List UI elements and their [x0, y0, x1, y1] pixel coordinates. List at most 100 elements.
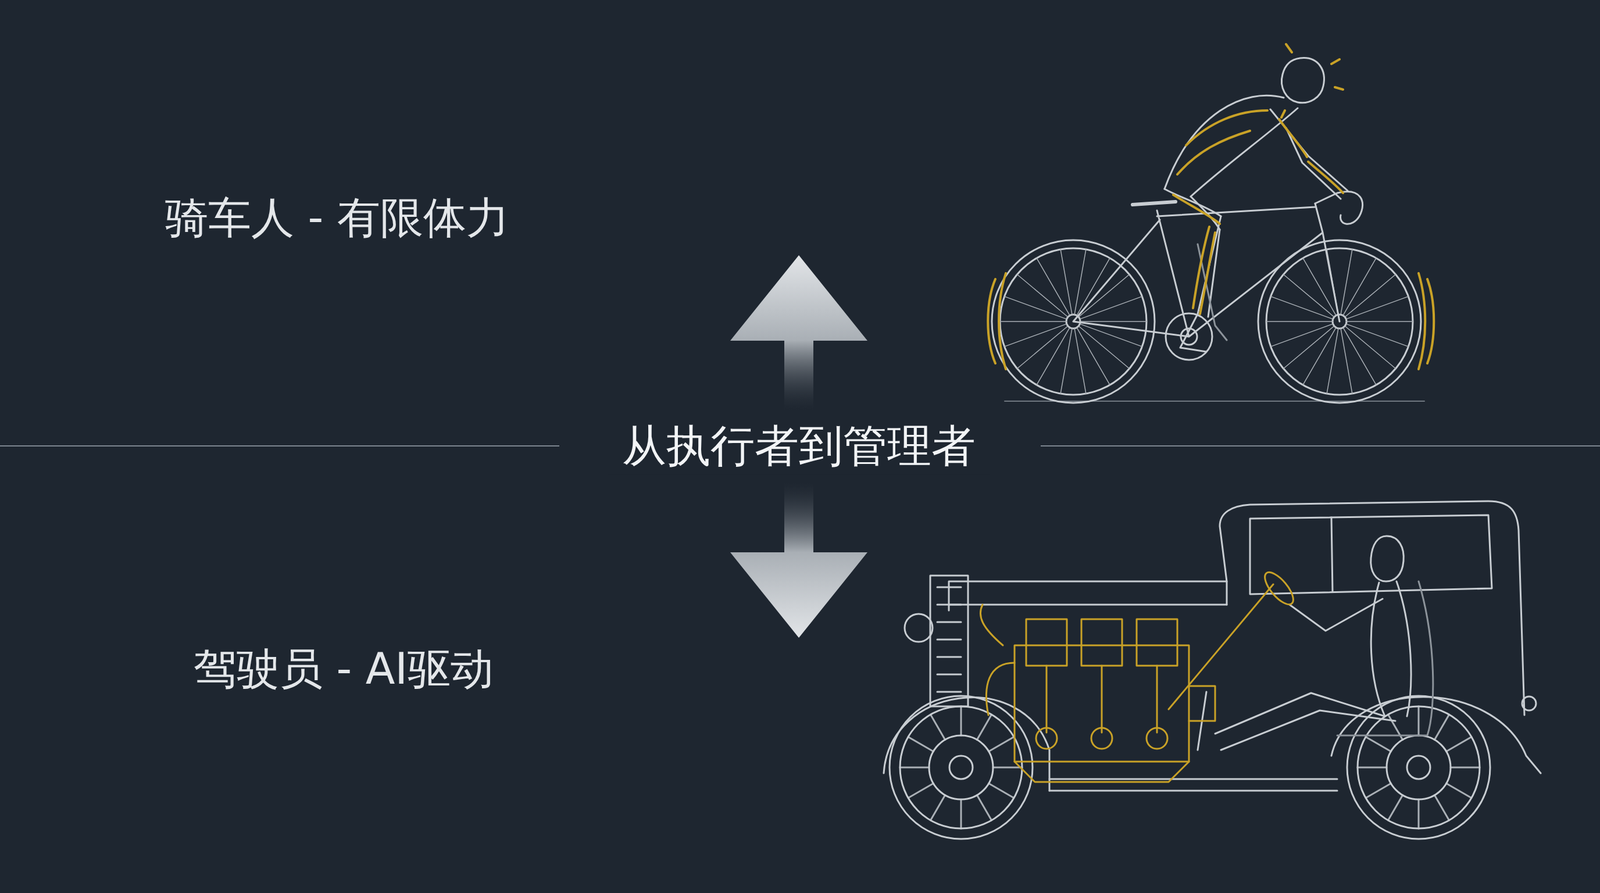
car-drawing [883, 501, 1541, 839]
cyclist-drawing [1270, 109, 1348, 191]
wheel-spoke [988, 783, 1014, 799]
wheel-spoke [1340, 328, 1353, 394]
wheel-spoke [1079, 296, 1142, 320]
engine-highlight [1168, 584, 1274, 710]
car-drawing [883, 697, 1050, 791]
wheel-spoke [1078, 326, 1130, 369]
wheel-spoke [1388, 795, 1403, 821]
engine-highlight [980, 568, 1298, 782]
car-drawing [1250, 515, 1492, 595]
car-drawing [1220, 710, 1396, 750]
wheel-spoke [1283, 274, 1334, 317]
wheel-spoke [1346, 320, 1413, 323]
wheel-spoke [1302, 327, 1337, 385]
wheel-spoke [1076, 258, 1110, 316]
wheel-spoke [1016, 274, 1068, 317]
wheel-spoke [1365, 737, 1391, 752]
wheel-spoke [960, 706, 963, 736]
car-drawing [1337, 581, 1434, 736]
muscle-highlight [1281, 44, 1344, 118]
wheel-spoke [1270, 323, 1334, 347]
wheel-spoke [1345, 296, 1409, 320]
wheel-spoke [1357, 766, 1387, 769]
wheel-spoke [1036, 258, 1070, 316]
engine-highlight [1081, 619, 1123, 666]
wheel-spoke [977, 795, 992, 821]
muscle-highlight [1177, 130, 1250, 175]
engine-highlight [1046, 665, 1157, 733]
wheel-spoke [1418, 799, 1420, 829]
muscle-highlight [1418, 273, 1434, 370]
engine-highlight [1014, 761, 1189, 782]
double-arrow [730, 482, 868, 638]
wheel-spoke [1450, 766, 1480, 769]
wheel-spoke [1060, 328, 1073, 394]
engine-highlight [1026, 619, 1067, 666]
wheel-spoke [1302, 258, 1337, 316]
cyclist-drawing [1165, 313, 1213, 360]
car-drawing [1215, 693, 1385, 734]
wheel-spoke [1004, 323, 1067, 347]
row-label: 骑车人 - 有限体力 [165, 191, 510, 244]
wheel-spoke [1076, 327, 1110, 385]
wheel-spoke [1340, 249, 1353, 315]
wheel-spoke [988, 737, 1014, 752]
wheel-spoke [1266, 320, 1333, 323]
cyclist-drawing [1164, 188, 1221, 217]
wheel-spoke [1343, 258, 1377, 316]
wheel-spoke [993, 766, 1023, 769]
muscle-highlight [987, 273, 1006, 370]
wheel-spoke [1000, 320, 1067, 323]
engine-highlight [1259, 568, 1298, 609]
muscle-highlight [1173, 194, 1220, 224]
cyclist-drawing [1164, 95, 1284, 189]
muscle-highlight [1200, 232, 1216, 314]
wheel-spoke [1446, 783, 1472, 799]
wheel-spoke [930, 795, 946, 821]
cyclist-drawing [1281, 58, 1324, 103]
muscle-highlight [1308, 161, 1344, 194]
car-drawing [929, 735, 994, 800]
wheel-spoke [960, 799, 963, 829]
cyclist-drawing [1180, 216, 1221, 352]
car-drawing [1522, 696, 1537, 711]
car-drawing [1049, 779, 1338, 791]
car-drawing [930, 575, 969, 707]
wheel-spoke [1446, 737, 1472, 752]
engine-highlight [1136, 619, 1178, 666]
wheel-spoke [1080, 320, 1147, 323]
engine-highlight [1014, 645, 1189, 762]
car-drawing [1331, 517, 1333, 592]
wheel-spoke [977, 714, 992, 740]
row-label: 驾驶员 - AI驱动 [193, 643, 494, 695]
double-arrow [730, 255, 868, 410]
car-drawing [1289, 598, 1383, 631]
wheel-spoke [1344, 326, 1396, 369]
car-drawing [949, 755, 973, 780]
car-drawing [1386, 735, 1451, 800]
wheel-spoke [1074, 328, 1087, 394]
engine-highlight [1091, 727, 1113, 749]
car-drawing [1396, 581, 1412, 717]
car-drawing [1406, 755, 1431, 780]
center-heading: 从执行者到管理者 [608, 416, 990, 475]
car-drawing [948, 604, 1227, 606]
wheel-spoke [930, 714, 946, 740]
engine-highlight [980, 604, 1015, 716]
wheel-spoke [1434, 714, 1450, 740]
divider-line [0, 445, 560, 447]
car-drawing [889, 695, 1033, 839]
wheel-spoke [1343, 327, 1377, 385]
car-drawing [948, 581, 1227, 611]
car-drawing [904, 613, 933, 642]
wheel-spoke [900, 766, 930, 769]
wheel-spoke [908, 737, 934, 752]
muscle-highlight [987, 44, 1434, 370]
wheel-spoke [1036, 327, 1070, 385]
engine-highlight [1146, 727, 1168, 749]
engine-highlight [1036, 727, 1057, 749]
engine-highlight [1188, 686, 1216, 721]
car-drawing [937, 587, 962, 692]
wheel-spoke [1434, 795, 1450, 821]
